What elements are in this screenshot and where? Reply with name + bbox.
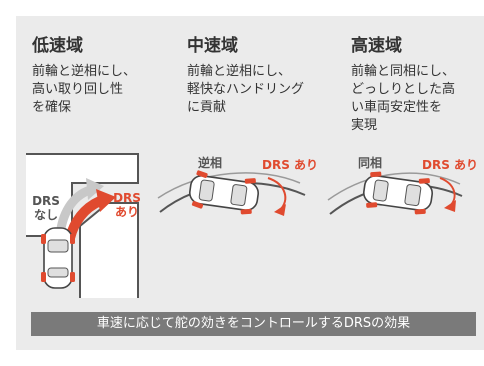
low-speed-description: 前輪と逆相にし、 高い取り回し性 を確保 [32,63,136,117]
column-low-speed: 低速域 前輪と逆相にし、 高い取り回し性 を確保 [32,36,136,117]
high-speed-desc-line: 前輪と同相にし、 [351,64,456,79]
mid-speed-desc-line: 軽快なハンドリング [187,82,305,97]
high-speed-phase-label: 同相 [358,156,383,170]
with-drs-label-line: あり [114,205,139,219]
mid-speed-desc-line: 前輪と逆相にし、 [187,64,292,79]
high-speed-drs-label: DRS あり [422,158,479,172]
column-high-speed: 高速域 前輪と同相にし、 どっしりとした高 い車両安定性を 実現 [351,36,455,135]
high-speed-title: 高速域 [351,36,402,56]
with-drs-label: DRS あり [112,191,142,219]
mid-speed-description: 前輪と逆相にし、 軽快なハンドリング に貢献 [187,63,304,117]
high-speed-desc-line: 実現 [351,118,378,133]
low-speed-desc-line: 前輪と逆相にし、 [32,64,137,79]
without-drs-label-line: DRS [32,194,60,208]
without-drs-label: DRS なし [31,194,61,222]
low-speed-title: 低速域 [32,36,83,56]
with-drs-label-line: DRS [113,191,141,205]
high-speed-desc-line: どっしりとした高 [351,82,456,97]
low-speed-desc-line: を確保 [32,100,72,115]
mid-speed-desc-line: に貢献 [187,100,227,115]
high-speed-desc-line: い車両安定性を [351,100,443,115]
low-speed-desc-line: 高い取り回し性 [32,82,124,97]
diagram-caption: 車速に応じて舵の効きをコントロールするDRSの効果 [31,312,476,336]
column-mid-speed: 中速域 前輪と逆相にし、 軽快なハンドリング に貢献 [187,36,304,117]
without-drs-label-line: なし [33,208,58,222]
high-speed-description: 前輪と同相にし、 どっしりとした高 い車両安定性を 実現 [351,63,455,135]
mid-speed-drs-label: DRS あり [262,158,319,172]
mid-speed-title: 中速域 [187,36,238,56]
mid-speed-phase-label: 逆相 [198,156,223,170]
